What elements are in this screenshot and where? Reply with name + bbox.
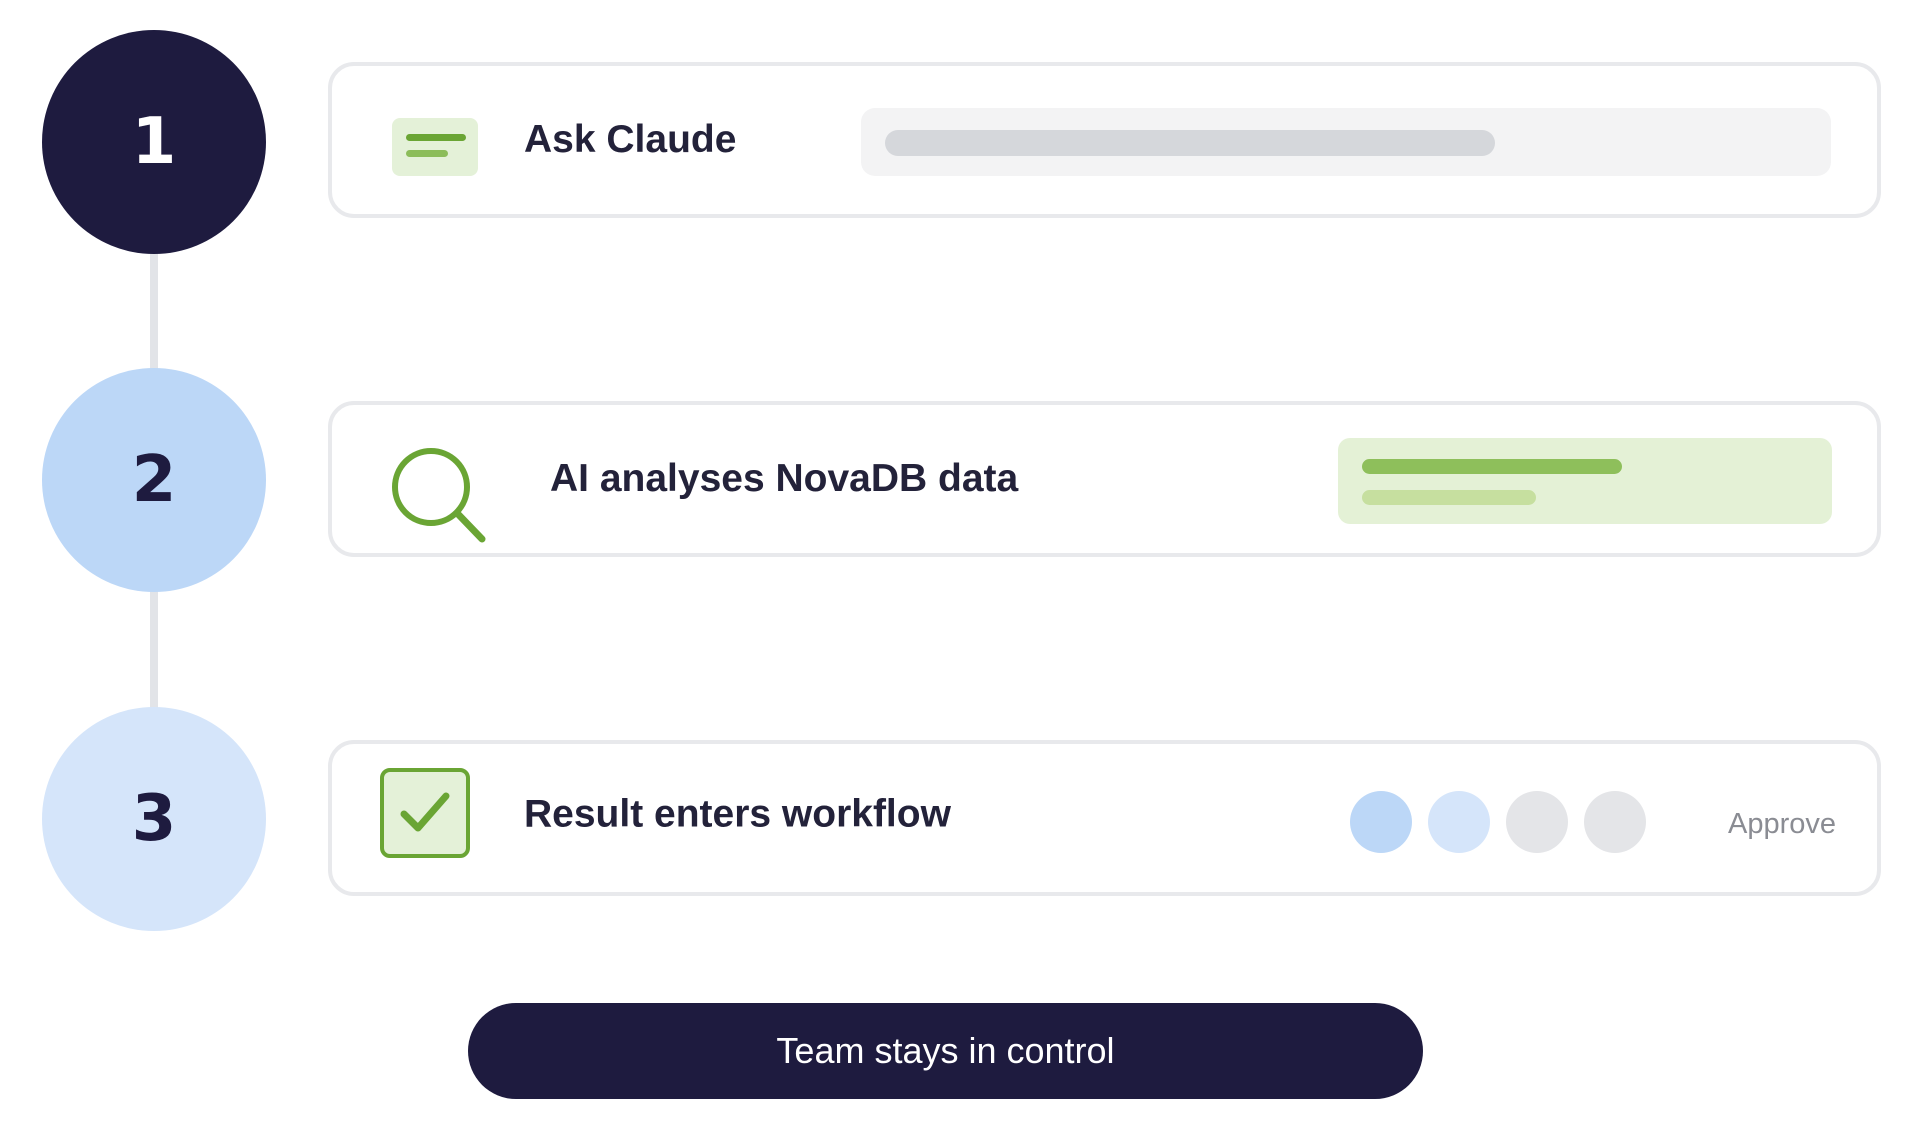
approve-button[interactable]: Approve bbox=[1728, 808, 1837, 840]
step-2-circle: 2 bbox=[42, 368, 266, 592]
step-1-label: Ask Claude bbox=[524, 118, 737, 161]
step-3-circle: 3 bbox=[42, 707, 266, 931]
step-1-number: 1 bbox=[131, 105, 177, 179]
step-3-label: Result enters workflow bbox=[524, 792, 951, 836]
step-2-label: AI analyses NovaDB data bbox=[550, 457, 1019, 500]
step-1-card: Ask Claude bbox=[328, 62, 1881, 218]
connector-1-2 bbox=[150, 250, 158, 374]
prompt-placeholder-bar bbox=[885, 130, 1495, 156]
step-3-number: 3 bbox=[131, 782, 177, 856]
step-1-circle: 1 bbox=[42, 30, 266, 254]
step-2-card: AI analyses NovaDB data bbox=[328, 401, 1881, 557]
search-icon bbox=[392, 448, 486, 543]
team-control-label: Team stays in control bbox=[776, 1030, 1115, 1071]
team-control-banner: Team stays in control bbox=[468, 1003, 1423, 1099]
connector-2-3 bbox=[150, 588, 158, 712]
reviewer-avatar bbox=[1428, 791, 1490, 853]
reviewer-avatar bbox=[1506, 791, 1568, 853]
analysis-result-preview bbox=[1338, 438, 1832, 524]
reviewer-avatar bbox=[1350, 791, 1412, 853]
reviewer-avatar bbox=[1584, 791, 1646, 853]
message-lines-icon bbox=[392, 118, 478, 176]
step-2-number: 2 bbox=[131, 443, 177, 517]
step-3-card: Result enters workflow Approve bbox=[328, 740, 1881, 896]
prompt-input[interactable] bbox=[861, 108, 1831, 176]
checkbox-check-icon bbox=[380, 768, 470, 858]
